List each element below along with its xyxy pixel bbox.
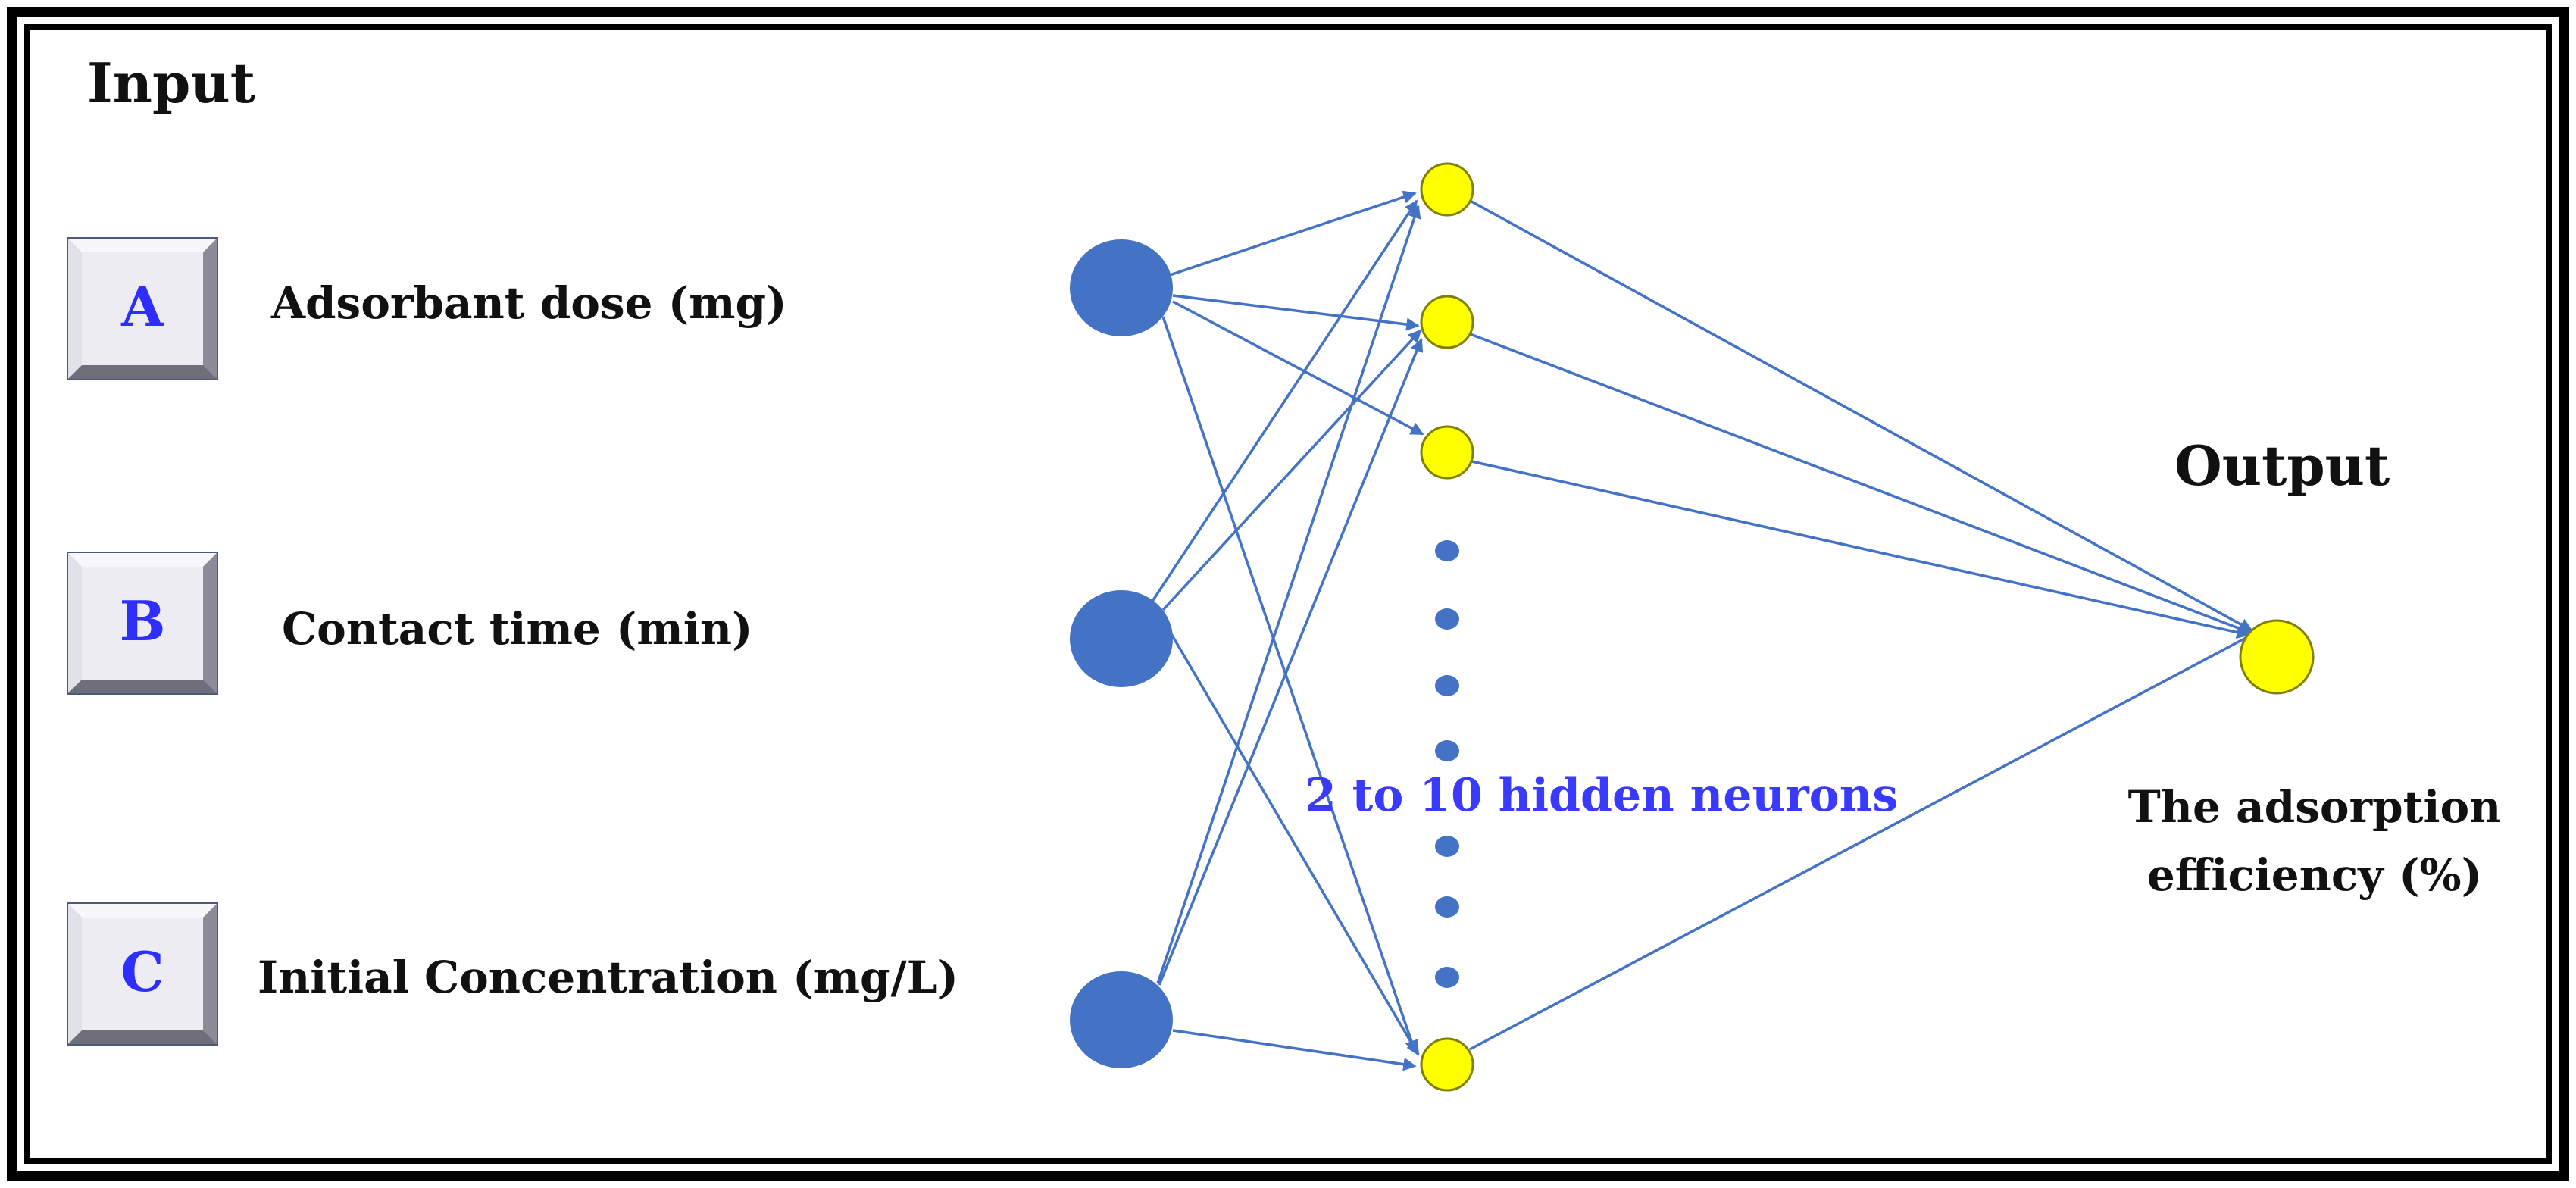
edge-c-h1	[1156, 205, 1421, 984]
inner-frame	[24, 24, 2552, 1164]
edge-a-h4	[1161, 316, 1418, 1054]
hidden-ellipsis-dots	[1435, 540, 1459, 988]
edge-h2-out	[1468, 332, 2252, 635]
input-heading: Input	[87, 51, 255, 115]
output-node	[2239, 619, 2315, 695]
edge-b-h4	[1167, 628, 1420, 1056]
edge-a-h3	[1172, 300, 1424, 436]
input-node-a	[1070, 239, 1173, 336]
input-key-a: A	[67, 237, 218, 380]
edge-b-h2	[1161, 329, 1422, 611]
hidden-node-3	[1420, 425, 1474, 480]
output-heading: Output	[2174, 433, 2390, 498]
output-label-line1: The adsorption	[2128, 781, 2502, 833]
input-node-c	[1070, 971, 1173, 1068]
hidden-output-edges	[1465, 197, 2253, 1051]
edge-c-h4	[1172, 1029, 1417, 1071]
input-label-a: Adsorbant dose (mg)	[270, 277, 787, 329]
hidden-neurons-caption: 2 to 10 hidden neurons	[1305, 769, 1898, 822]
input-hidden-edges	[1150, 190, 1424, 1071]
input-node-b	[1070, 590, 1173, 687]
edge-h3-out	[1468, 459, 2250, 639]
outer-frame	[7, 7, 2569, 1181]
input-label-b: Contact time (min)	[282, 603, 752, 655]
edge-b-h1	[1150, 199, 1418, 603]
hidden-node-2	[1420, 295, 1474, 349]
edge-h1-out	[1465, 197, 2253, 632]
input-key-b: B	[67, 552, 218, 695]
edge-a-h2	[1172, 294, 1420, 331]
key-letter-b: B	[120, 589, 166, 653]
key-letter-c: C	[120, 939, 164, 1004]
hidden-node-last	[1420, 1037, 1474, 1092]
input-key-c: C	[67, 902, 218, 1046]
output-label-line2: efficiency (%)	[2147, 849, 2482, 901]
edge-c-h2	[1158, 338, 1424, 986]
key-letter-a: A	[120, 274, 164, 339]
edge-h4-out	[1469, 635, 2249, 1051]
edge-a-h1	[1162, 190, 1417, 279]
input-label-c: Initial Concentration (mg/L)	[258, 952, 958, 1003]
hidden-node-1	[1420, 162, 1474, 217]
